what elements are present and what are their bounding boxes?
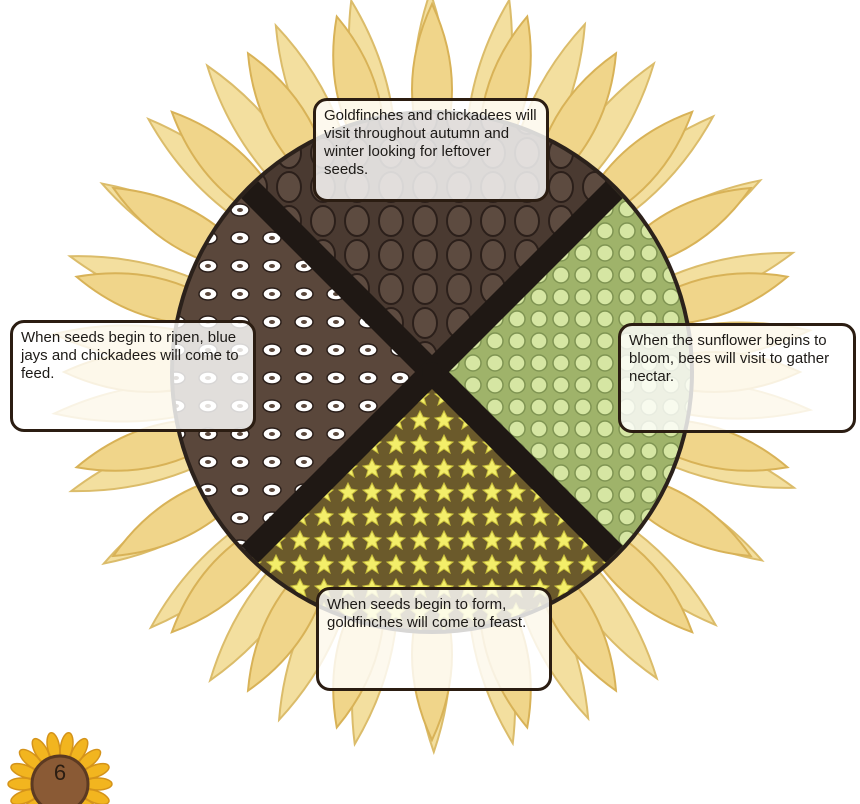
callout-bloom-bees: When the sunflower begins to bloom, bees…	[618, 323, 856, 433]
callout-goldfinch-winter: Goldfinches and chickadees will visit th…	[313, 98, 549, 202]
callout-top-text: Goldfinches and chickadees will visit th…	[324, 107, 537, 178]
callout-left-text: When seeds begin to ripen, blue jays and…	[21, 329, 239, 382]
callout-bottom-text: When seeds begin to form, goldfinches wi…	[327, 596, 526, 631]
disc-center	[422, 362, 442, 382]
callout-seeds-forming: When seeds begin to form, goldfinches wi…	[316, 587, 552, 691]
callout-right-text: When the sunflower begins to bloom, bees…	[629, 332, 829, 385]
page-number: 6	[42, 755, 78, 791]
callout-ripe-seeds: When seeds begin to ripen, blue jays and…	[10, 320, 256, 432]
